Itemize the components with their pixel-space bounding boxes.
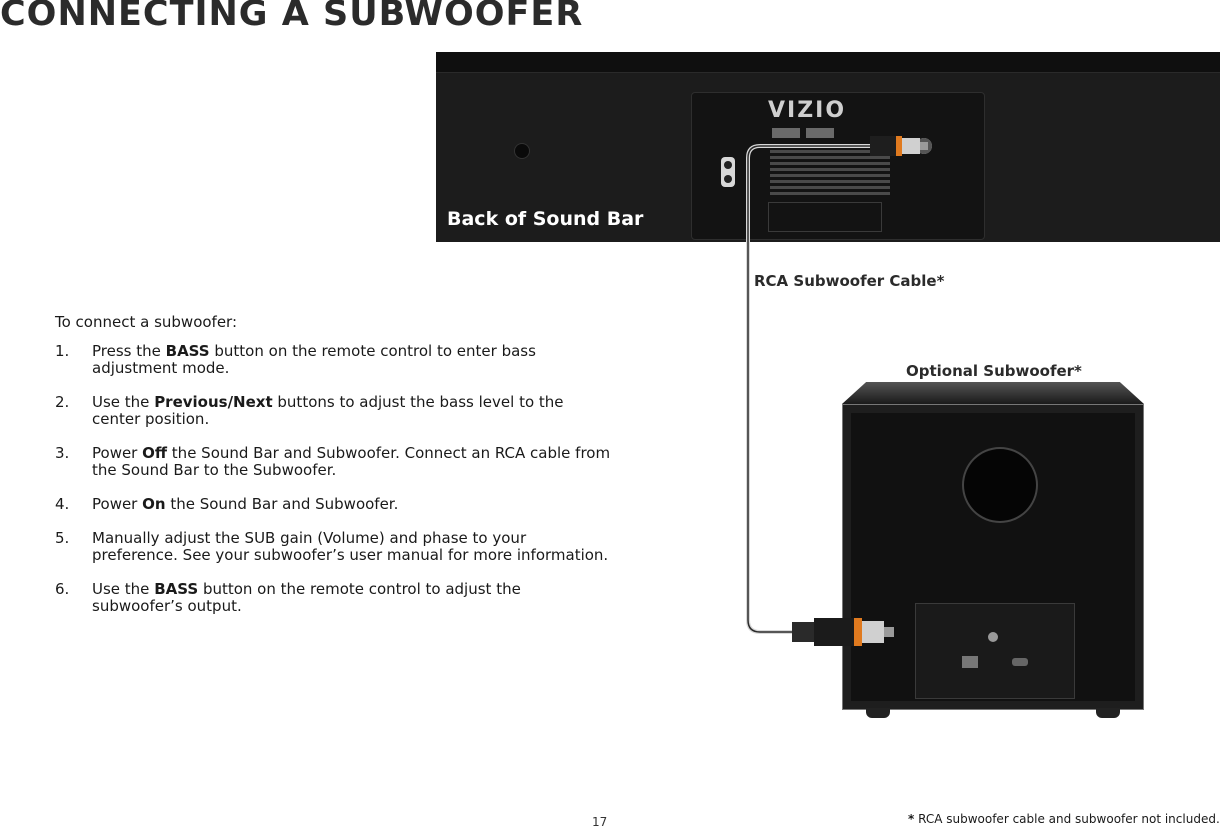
step-item: 4. Power On the Sound Bar and Subwoofer. — [55, 496, 615, 513]
ac-power-port — [721, 157, 735, 187]
instructions-intro: To connect a subwoofer: — [55, 313, 238, 331]
step-keyword: BASS — [154, 580, 199, 598]
bass-port — [964, 449, 1036, 521]
gain-knob — [988, 632, 998, 642]
step-keyword: BASS — [165, 342, 210, 360]
steps-list: 1. Press the BASS button on the remote co… — [55, 343, 615, 615]
step-item: 3. Power Off the Sound Bar and Subwoofer.… — [55, 445, 615, 479]
regulatory-fineprint — [770, 144, 890, 198]
step-item: 2. Use the Previous/Next buttons to adjus… — [55, 394, 615, 428]
step-text-pre: Press the — [92, 342, 166, 360]
soundbar-top-edge — [436, 52, 1220, 73]
footnote: * RCA subwoofer cable and subwoofer not … — [908, 812, 1220, 826]
power-inlet — [1012, 658, 1028, 666]
step-number: 4. — [55, 495, 70, 513]
step-text-pre: Use the — [92, 580, 155, 598]
cable-label: RCA Subwoofer Cable* — [754, 272, 945, 290]
step-item: 1. Press the BASS button on the remote co… — [55, 343, 615, 377]
step-text-post: button on the remote control to adjust t… — [92, 580, 521, 615]
amp-panel — [915, 603, 1075, 699]
mounting-hole — [515, 144, 529, 158]
step-text-pre: Manually adjust the SUB gain (Volume) an… — [92, 529, 609, 564]
step-text-post: the Sound Bar and Subwoofer. Connect an … — [92, 444, 611, 479]
instructions: To connect a subwoofer: 1. Press the BASS… — [55, 314, 615, 632]
step-text-post: the Sound Bar and Subwoofer. — [165, 495, 399, 513]
step-keyword: On — [142, 495, 166, 513]
step-item: 5. Manually adjust the SUB gain (Volume) … — [55, 530, 615, 564]
subwoofer-foot-right — [1096, 708, 1120, 718]
step-number: 6. — [55, 580, 70, 598]
page-number: 17 — [592, 815, 608, 829]
rca-sub-out-jack — [916, 138, 932, 154]
subwoofer-top — [842, 382, 1144, 404]
soundbar-label: Back of Sound Bar — [447, 208, 644, 230]
page-title: CONNECTING A SUBWOOFER — [0, 0, 584, 34]
subwoofer-image — [842, 382, 1144, 718]
power-switch — [962, 656, 978, 668]
soundbar-back-image: VIZIO Back of Sound Bar — [436, 52, 1220, 242]
warning-labels — [772, 128, 834, 138]
brand-logo: VIZIO — [768, 98, 847, 123]
subwoofer-cabinet — [842, 404, 1144, 710]
step-text-pre: Power — [92, 444, 143, 462]
subwoofer-foot-left — [866, 708, 890, 718]
subwoofer-rear-face — [851, 413, 1135, 701]
step-text-pre: Power — [92, 495, 143, 513]
serial-label-box — [768, 202, 882, 232]
footnote-text: RCA subwoofer cable and subwoofer not in… — [914, 812, 1220, 826]
step-text-pre: Use the — [92, 393, 155, 411]
step-number: 1. — [55, 342, 70, 360]
step-keyword: Off — [142, 444, 168, 462]
step-number: 2. — [55, 393, 70, 411]
step-number: 3. — [55, 444, 70, 462]
step-keyword: Previous/Next — [154, 393, 273, 411]
footnote-star: * — [908, 812, 915, 826]
step-item: 6. Use the BASS button on the remote cont… — [55, 581, 615, 615]
step-text-post: buttons to adjust the bass level to the … — [92, 393, 564, 428]
subwoofer-label: Optional Subwoofer* — [906, 362, 1082, 380]
step-text-post: button on the remote control to enter ba… — [92, 342, 536, 377]
step-number: 5. — [55, 529, 70, 547]
